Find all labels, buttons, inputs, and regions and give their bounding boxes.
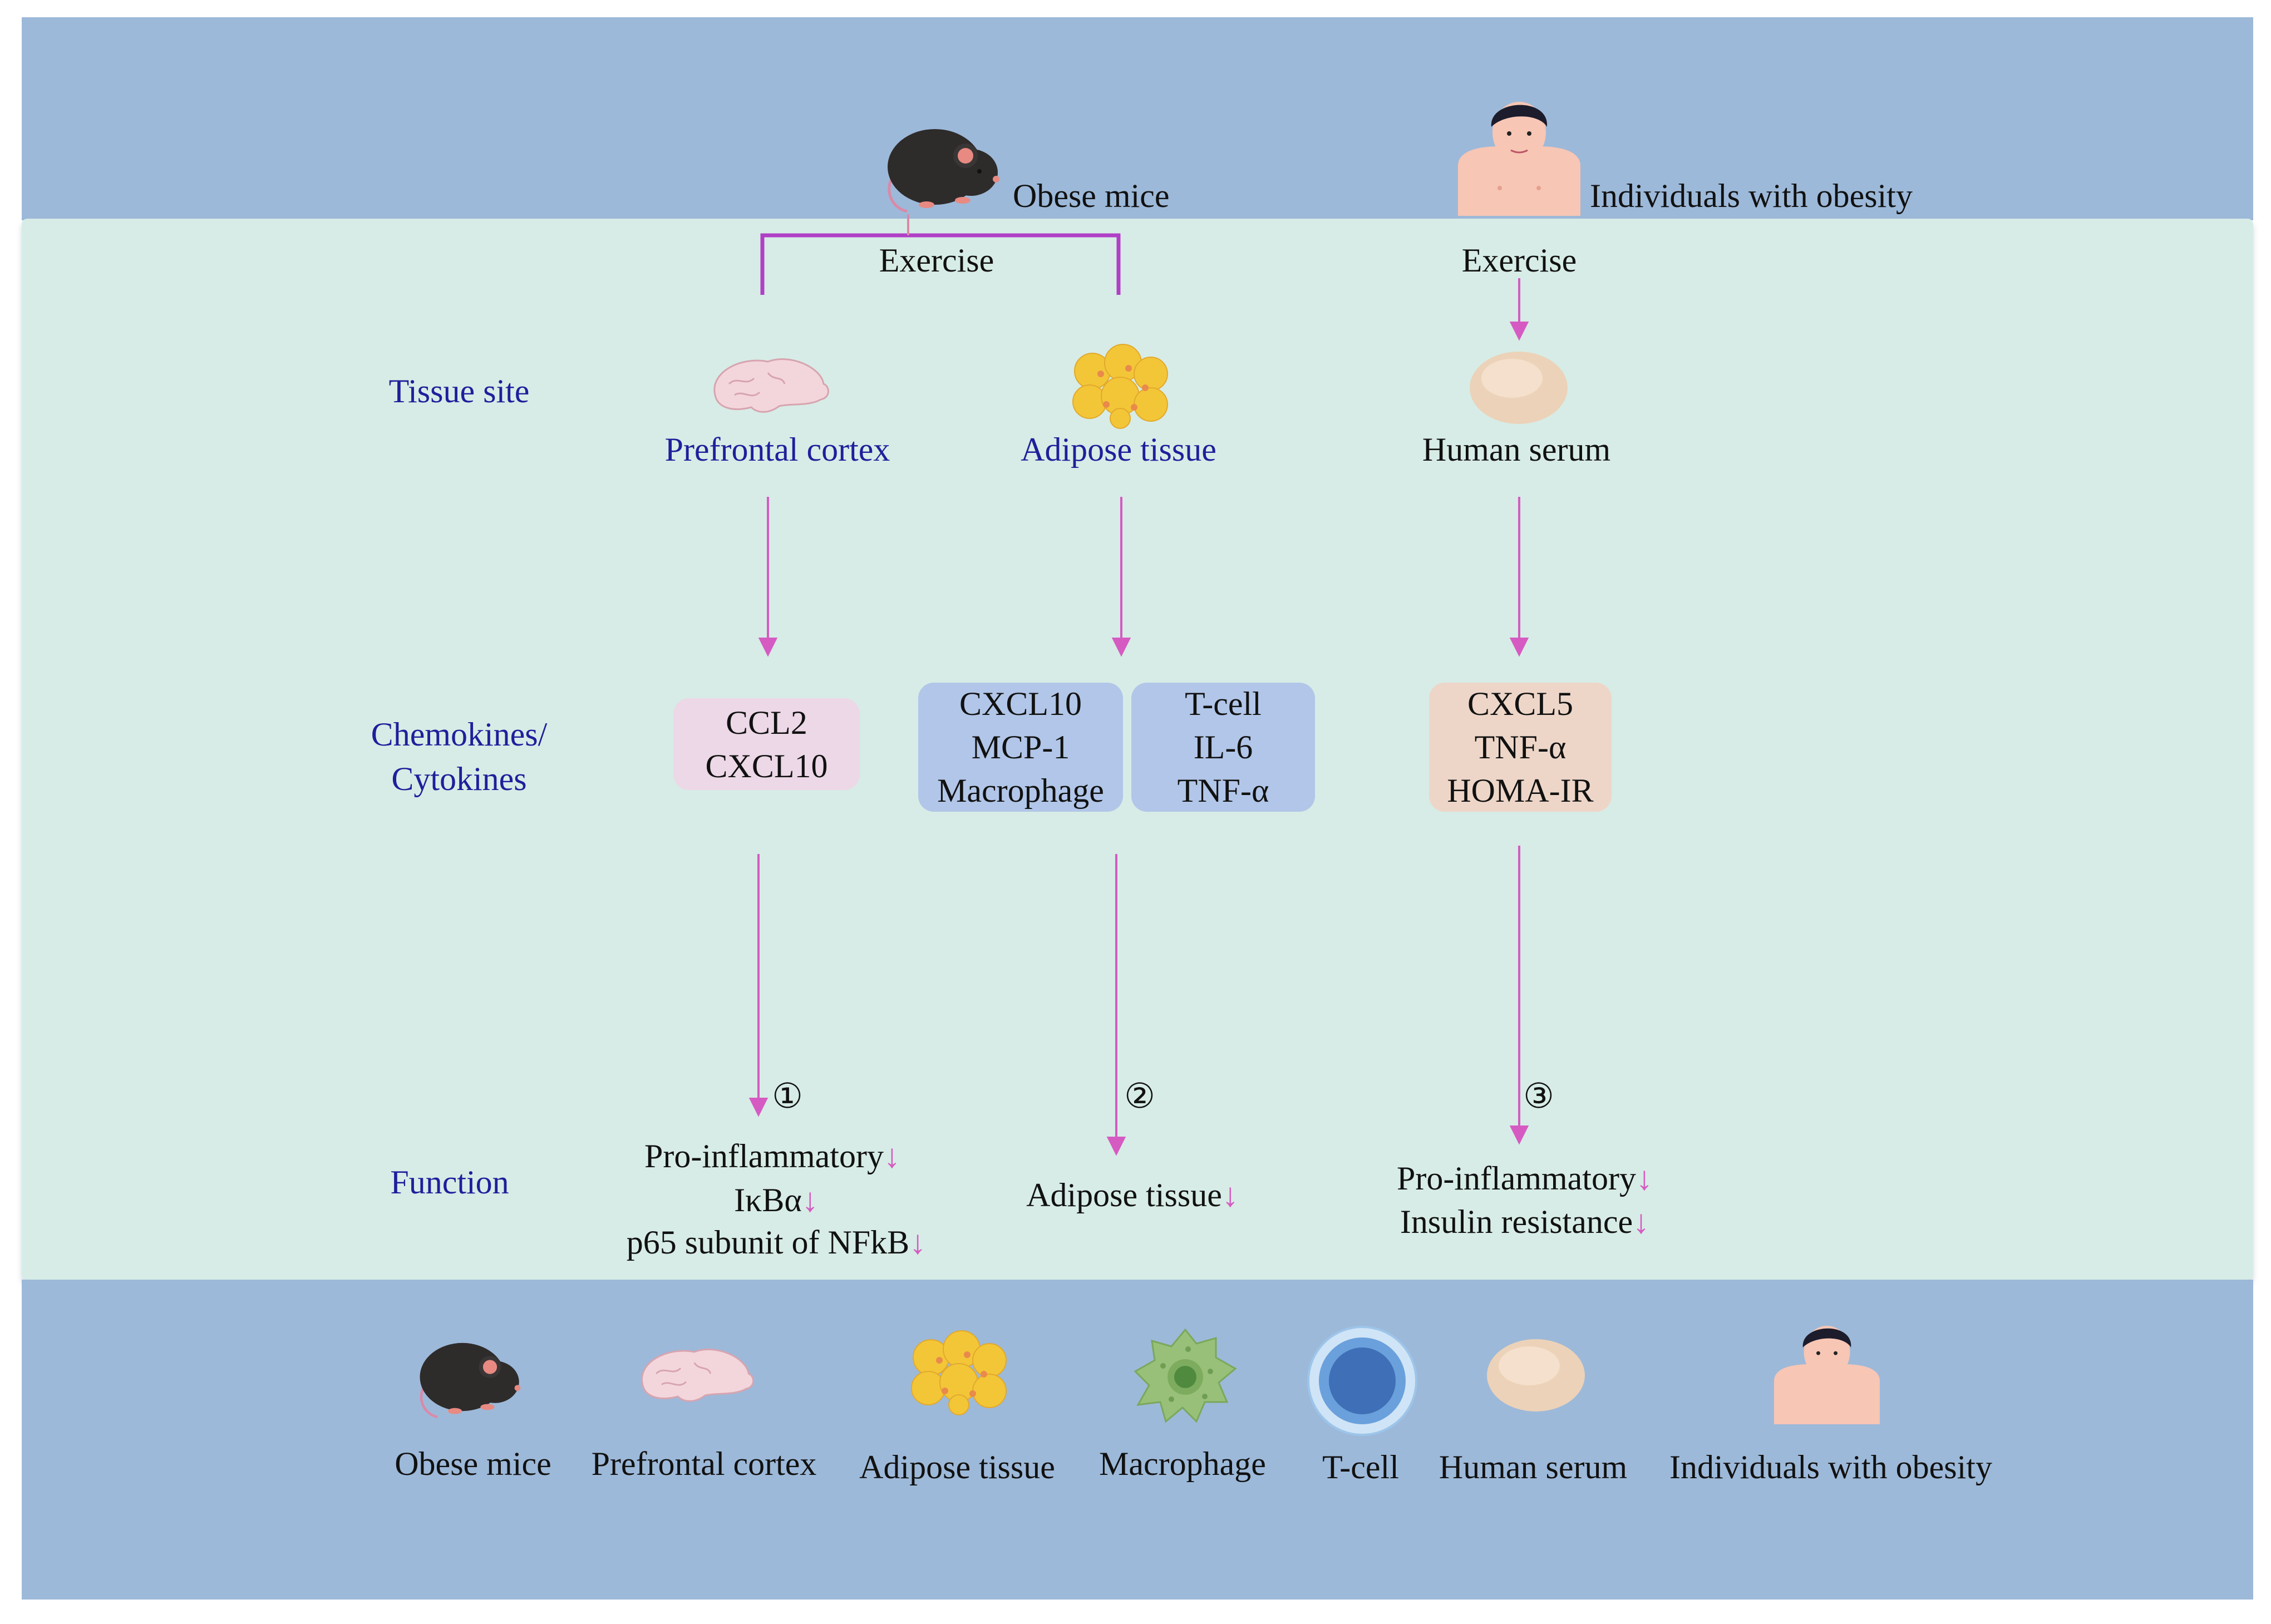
- function-text: Insulin resistance: [1400, 1203, 1633, 1240]
- box1-item: CXCL10: [705, 747, 828, 784]
- box1-item: CCL2: [726, 704, 807, 741]
- function-col1-line2: IκBα↓: [734, 1183, 819, 1217]
- legend-prefrontal-cortex-icon: [641, 1349, 754, 1402]
- box2-item: CXCL10: [959, 685, 1082, 722]
- prefrontal-cortex-icon: [713, 358, 829, 413]
- legend-obese-person-icon: [1774, 1325, 1880, 1424]
- chemokine-box-adipose: CXCL10 MCP-1 Macrophage: [918, 683, 1123, 812]
- box3-item: T-cell: [1185, 685, 1262, 722]
- arrowhead-box1-function: [748, 1098, 769, 1117]
- prefrontal-cortex-label: Prefrontal cortex: [664, 431, 890, 468]
- legend-label-human-serum: Human serum: [1439, 1449, 1628, 1485]
- arrowhead-prefrontal-box: [758, 638, 778, 657]
- down-arrow-icon: ↓: [1221, 1177, 1239, 1213]
- obese-mice-label: Obese mice: [1013, 177, 1170, 214]
- human-serum-label: Human serum: [1422, 431, 1611, 468]
- down-arrow-icon: ↓: [801, 1182, 819, 1218]
- marker-3: ③: [1523, 1078, 1554, 1115]
- adipose-tissue-icon: [1072, 344, 1168, 429]
- marker-2: ②: [1124, 1078, 1155, 1115]
- legend-label-individuals-obesity: Individuals with obesity: [1669, 1449, 1992, 1485]
- exercise-label-human: Exercise: [1461, 242, 1577, 279]
- function-text: p65 subunit of NFkB: [626, 1224, 910, 1261]
- box4-item: HOMA-IR: [1447, 772, 1594, 809]
- function-text: Pro-inflammatory: [1397, 1160, 1636, 1197]
- marker-1: ①: [772, 1078, 803, 1115]
- box2-item: Macrophage: [937, 772, 1104, 809]
- arrowhead-box4-function: [1509, 1126, 1529, 1145]
- legend-obese-mouse-icon: [420, 1342, 521, 1419]
- individuals-obesity-label: Individuals with obesity: [1590, 177, 1913, 214]
- header-band: [22, 17, 2253, 220]
- box4-item: TNF-α: [1474, 729, 1566, 766]
- function-col3-line1: Pro-inflammatory↓: [1397, 1162, 1653, 1195]
- box4-item: CXCL5: [1467, 685, 1574, 722]
- cytokine-box-adipose: T-cell IL-6 TNF-α: [1131, 683, 1315, 812]
- function-text: IκBα: [734, 1182, 802, 1218]
- exercise-bracket: [760, 233, 1121, 295]
- flow-arrows: [748, 278, 1529, 1156]
- down-arrow-icon: ↓: [1635, 1160, 1653, 1197]
- row-label-chemokines: Chemokines/ Cytokines: [371, 712, 548, 801]
- row-label-tissue-site: Tissue site: [388, 373, 530, 409]
- obese-mouse-icon: [888, 129, 999, 213]
- function-text: Pro-inflammatory: [644, 1138, 884, 1174]
- arrowhead-exercise-serum: [1509, 322, 1529, 341]
- arrowhead-serum-box: [1509, 638, 1529, 657]
- box2-item: MCP-1: [971, 729, 1070, 766]
- box3-item: TNF-α: [1177, 772, 1269, 809]
- legend-band: [22, 1280, 2253, 1600]
- adipose-tissue-label: Adipose tissue: [1021, 431, 1216, 468]
- legend-label-adipose-tissue: Adipose tissue: [859, 1449, 1055, 1485]
- legend-t-cell-icon: [1307, 1326, 1417, 1436]
- legend-macrophage-icon: [1134, 1328, 1237, 1423]
- function-col1-line3: p65 subunit of NFkB↓: [627, 1226, 926, 1259]
- chemokines-line2: Cytokines: [391, 761, 527, 797]
- down-arrow-icon: ↓: [1633, 1203, 1650, 1240]
- chemokine-box-prefrontal: CCL2 CXCL10: [673, 698, 860, 790]
- legend-label-prefrontal-cortex: Prefrontal cortex: [591, 1445, 817, 1482]
- function-col1-line1: Pro-inflammatory↓: [644, 1139, 900, 1173]
- box3-item: IL-6: [1193, 729, 1253, 766]
- down-arrow-icon: ↓: [909, 1224, 927, 1261]
- cytokine-box-serum: CXCL5 TNF-α HOMA-IR: [1429, 683, 1612, 812]
- function-text: Adipose tissue: [1026, 1177, 1222, 1213]
- legend-adipose-tissue-icon: [911, 1330, 1007, 1415]
- down-arrow-icon: ↓: [883, 1138, 900, 1174]
- legend-human-serum-icon: [1487, 1339, 1585, 1411]
- function-col2-line1: Adipose tissue↓: [1026, 1178, 1239, 1212]
- legend-label-macrophage: Macrophage: [1099, 1445, 1266, 1482]
- obese-person-icon: [1458, 102, 1580, 216]
- row-label-function: Function: [390, 1164, 509, 1201]
- arrowhead-box2-function: [1106, 1137, 1126, 1156]
- exercise-label-mice: Exercise: [879, 242, 994, 279]
- function-col3-line2: Insulin resistance↓: [1400, 1205, 1649, 1238]
- arrowhead-adipose-box: [1111, 638, 1131, 657]
- legend-label-t-cell: T-cell: [1322, 1449, 1399, 1485]
- legend-label-obese-mice: Obese mice: [395, 1445, 551, 1482]
- chemokines-line1: Chemokines/: [371, 716, 548, 753]
- human-serum-icon: [1470, 352, 1568, 424]
